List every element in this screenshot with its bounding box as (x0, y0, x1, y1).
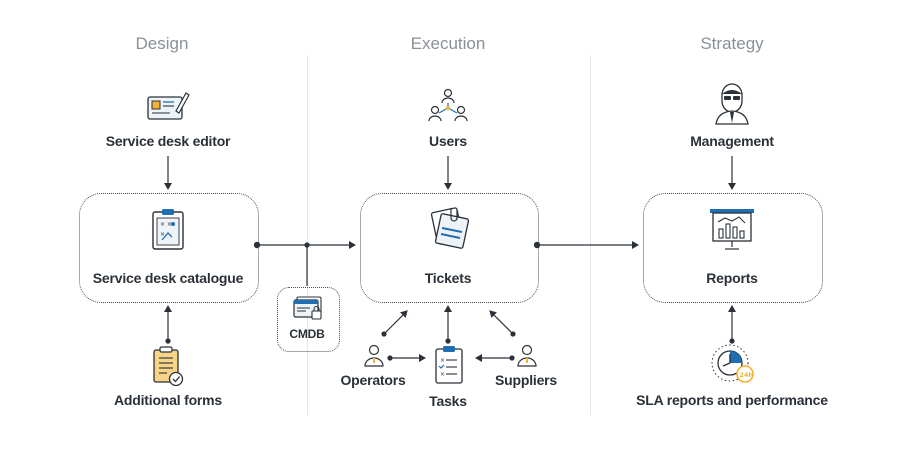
service-desk-editor-label: Service desk editor (105, 133, 231, 149)
tickets-icon (430, 207, 470, 249)
svg-text:24h: 24h (740, 371, 754, 379)
svg-text:×: × (440, 357, 445, 364)
tasks-label: Tasks (429, 393, 467, 409)
svg-text:×: × (160, 231, 165, 238)
reports-box (643, 193, 823, 303)
service-desk-catalogue-label: Service desk catalogue (92, 270, 244, 286)
additional-forms-label: Additional forms (113, 392, 223, 408)
presentation-chart-icon (710, 209, 754, 250)
management-label: Management (690, 133, 774, 149)
cmdb-label: CMDB (289, 327, 325, 341)
catalogue-box (79, 193, 259, 303)
operators-label: Operators (340, 372, 406, 388)
column-title-execution: Execution (410, 34, 486, 53)
svg-text:×: × (440, 371, 445, 378)
reports-label: Reports (706, 270, 758, 286)
cmdb-box (277, 287, 340, 352)
column-divider (590, 55, 591, 415)
checklist-icon: × × (435, 346, 463, 384)
suppliers-label: Suppliers (495, 372, 557, 388)
clipboard-check-icon (153, 346, 184, 387)
org-chart-icon (428, 88, 468, 122)
card-pencil-icon (147, 92, 190, 120)
users-label: Users (429, 133, 467, 149)
window-lock-icon (293, 296, 322, 320)
column-title-strategy: Strategy (700, 34, 764, 53)
tickets-label: Tickets (424, 270, 472, 286)
tickets-box (360, 193, 539, 303)
svg-text:× ×: × × (160, 221, 172, 228)
person-icon (364, 344, 384, 367)
clock-gauge-icon: 24h (711, 344, 754, 383)
clipboard-plan-icon: × × × (152, 209, 184, 250)
column-divider (307, 55, 308, 415)
person-icon (517, 344, 537, 367)
manager-icon (715, 83, 749, 125)
column-title-design: Design (135, 34, 189, 53)
sla-reports-label: SLA reports and performance (636, 392, 828, 408)
